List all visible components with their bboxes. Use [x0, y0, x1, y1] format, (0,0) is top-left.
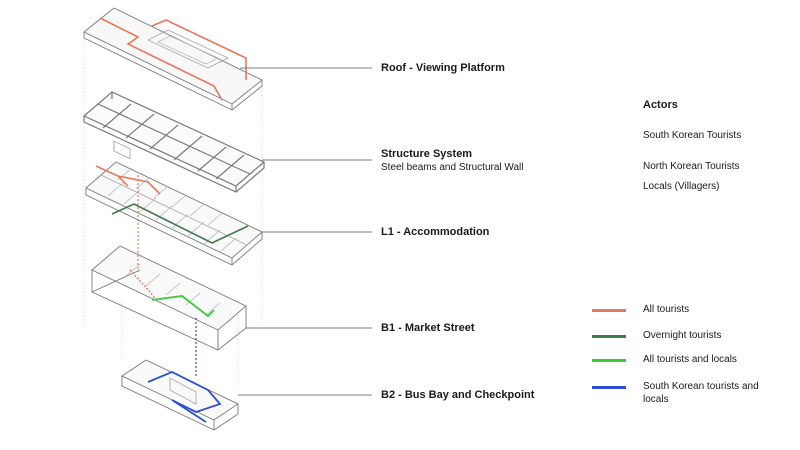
structure-layer	[82, 91, 266, 193]
layer-l1-title: L1 - Accommodation	[381, 226, 490, 238]
layer-b2-title: B2 - Bus Bay and Checkpoint	[381, 389, 535, 401]
vertical-guides	[83, 32, 263, 385]
b2-bus-bay-layer	[121, 359, 239, 431]
b2-south-korean-route	[147, 371, 222, 423]
legend-swatch	[592, 386, 626, 389]
l1-overnight-route	[111, 203, 249, 244]
l1-tourist-route	[95, 165, 161, 195]
legend-item-tourists-and-locals: All tourists and locals	[592, 353, 792, 383]
layer-structure-title: Structure System	[381, 148, 473, 160]
legend-swatch	[592, 335, 626, 338]
vertical-route-links	[137, 175, 197, 378]
actor-item: North Korean Tourists	[643, 161, 740, 172]
legend-label: Overnight tourists	[643, 330, 722, 341]
b1-tourists-locals-route	[151, 295, 215, 318]
legend-label: All tourists	[643, 304, 690, 315]
b1-tourist-route	[129, 269, 157, 301]
actor-item: South Korean Tourists	[643, 130, 742, 141]
actors-title: Actors	[643, 99, 678, 111]
legend-item-south-korean-tourists-locals: South Korean tourists and locals	[592, 380, 792, 410]
roof-tourist-route	[99, 17, 247, 101]
layer-structure-subtitle: Steel beams and Structural Wall	[381, 162, 524, 173]
legend-item-all-tourists: All tourists	[592, 303, 792, 333]
actor-item: Locals (Villagers)	[643, 181, 720, 192]
legend-item-overnight-tourists: Overnight tourists	[592, 329, 792, 359]
b1-market-street-layer	[91, 245, 247, 351]
legend-swatch	[592, 359, 626, 362]
legend-label: All tourists and locals	[643, 354, 737, 365]
legend-label: South Korean tourists and locals	[643, 381, 759, 405]
layer-b1-title: B1 - Market Street	[381, 322, 475, 334]
legend-swatch	[592, 309, 626, 312]
leader-lines	[238, 67, 372, 396]
layer-roof-title: Roof - Viewing Platform	[381, 62, 505, 74]
